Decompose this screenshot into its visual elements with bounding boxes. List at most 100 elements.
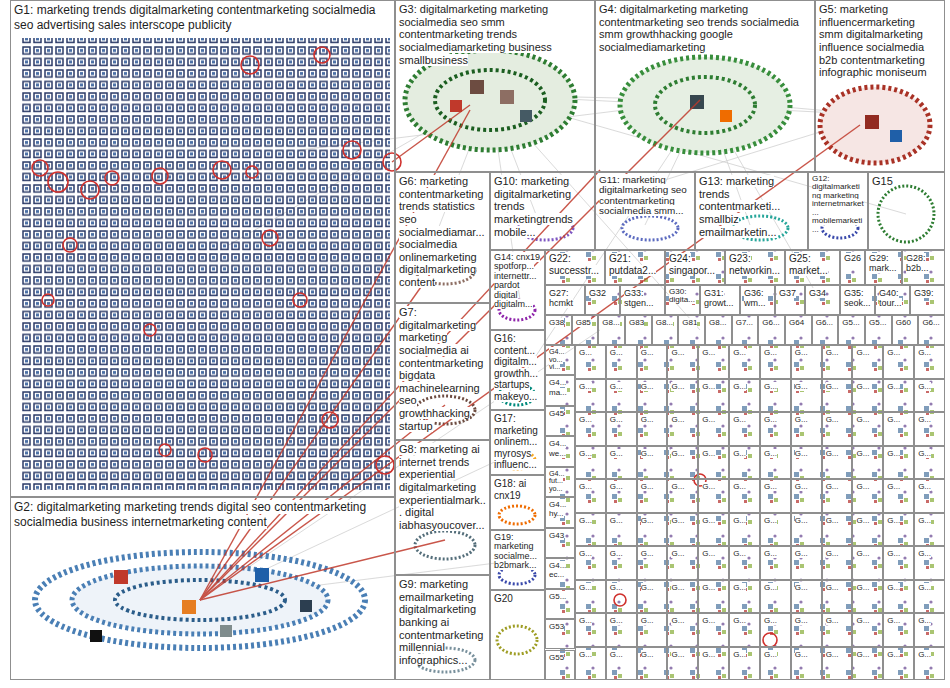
- group-box: G...: [698, 479, 729, 513]
- group-box: G...: [575, 647, 606, 681]
- group-box: G...: [667, 647, 698, 681]
- group-box: G...: [606, 513, 637, 547]
- group-label: G...: [795, 482, 808, 491]
- group-label: G...: [826, 449, 839, 458]
- group-label: G...: [826, 348, 839, 357]
- group-label: G4... ma...: [549, 378, 567, 396]
- group-box: G8: marketing ai internet trends experie…: [395, 440, 490, 575]
- group-label: G9: marketing emailmarketing digitalmark…: [399, 578, 483, 666]
- group-label: G...: [610, 348, 623, 357]
- group-box: G...: [852, 513, 883, 547]
- group-box: G8...: [705, 315, 732, 345]
- group-label: G3: digitalmarketing marketing socialmed…: [399, 3, 552, 66]
- group-box: G38: [545, 315, 572, 345]
- group-label: G...: [887, 616, 900, 625]
- group-box: G...: [760, 345, 791, 379]
- group-label: G...: [918, 449, 931, 458]
- group-box: G...: [729, 446, 760, 480]
- group-box: G...: [575, 446, 606, 480]
- group-label: G39:: [914, 288, 934, 298]
- group-label: G...: [671, 583, 684, 592]
- group-label: G...: [610, 516, 623, 525]
- group-label: G...: [610, 449, 623, 458]
- group-label: G...: [610, 382, 623, 391]
- group-box: G...: [852, 412, 883, 446]
- group-label: G14: cnx19 spotforp... internettr... par…: [494, 252, 540, 309]
- group-label: G60: [896, 318, 911, 327]
- group-label: G4: digitalmarketing marketing contentma…: [599, 3, 799, 53]
- group-label: G40: tour...: [879, 288, 902, 308]
- group-label: G...: [579, 415, 592, 424]
- group-label: G4... vo... vi...: [549, 347, 565, 371]
- group-box: G18: ai cnx19: [490, 475, 545, 530]
- group-box: G...: [852, 446, 883, 480]
- group-label: G18: ai cnx19: [494, 478, 526, 501]
- group-label: G45: [549, 409, 564, 418]
- group-label: G...: [856, 449, 869, 458]
- group-label: G...: [579, 583, 592, 592]
- group-box: G7...: [732, 315, 759, 345]
- group-label: G...: [795, 616, 808, 625]
- group-box: G...: [822, 446, 853, 480]
- group-label: G64: [789, 318, 804, 327]
- group-box: G6...: [812, 315, 839, 345]
- group-label: G...: [795, 348, 808, 357]
- group-label: G...: [887, 650, 900, 659]
- group-box: G...: [760, 613, 791, 647]
- group-label: G...: [702, 348, 715, 357]
- group-box: G...: [791, 613, 822, 647]
- group-label: G5...: [549, 592, 566, 601]
- group-label: G...: [764, 650, 777, 659]
- group-box: G...: [852, 479, 883, 513]
- group-box: G5...: [838, 315, 865, 345]
- group-box: G30: digita...: [665, 285, 700, 315]
- group-label: G19: marketing socialme... b2bmark...: [494, 532, 537, 570]
- group-box: G...: [822, 379, 853, 413]
- group-box: G81: [678, 315, 705, 345]
- group-label: G...: [856, 650, 869, 659]
- group-box: G...: [852, 580, 883, 614]
- group-label: G31: growt...: [704, 288, 734, 308]
- group-label: G33: stgen...: [624, 288, 654, 308]
- group-box: G26: [840, 250, 865, 285]
- group-box: G7: digitalmarketing marketing socialmed…: [395, 303, 490, 440]
- group-box: G...: [637, 446, 668, 480]
- group-box: G36: wm...: [740, 285, 775, 315]
- group-box: G...: [667, 379, 698, 413]
- group-label: G30: digita...: [669, 287, 695, 304]
- group-box: G...: [575, 345, 606, 379]
- group-label: G...: [579, 348, 592, 357]
- group-box: G...: [637, 546, 668, 580]
- group-label: G26: [844, 253, 861, 263]
- group-box: G...: [791, 379, 822, 413]
- group-label: G4... we...: [549, 439, 566, 457]
- group-label: G11: marketing digitalmarketing seo cont…: [599, 174, 687, 216]
- group-label: G...: [671, 482, 684, 491]
- group-box: G13: marketing trends contentmarketi... …: [695, 172, 808, 250]
- group-box: G5...: [865, 315, 892, 345]
- group-box: G...: [637, 479, 668, 513]
- group-label: G...: [671, 415, 684, 424]
- group-label: G...: [764, 616, 777, 625]
- group-box: G...: [575, 479, 606, 513]
- group-box: G...: [729, 546, 760, 580]
- group-label: G...: [702, 415, 715, 424]
- group-label: G...: [641, 482, 654, 491]
- group-box: G27: hcmkt: [545, 285, 585, 315]
- group-box: G...: [606, 379, 637, 413]
- group-box: G...: [698, 345, 729, 379]
- group-label: G...: [702, 583, 715, 592]
- group-label: G...: [826, 415, 839, 424]
- group-box: G...: [914, 647, 945, 681]
- group-box: G6: marketing contentmarketing trends st…: [395, 172, 490, 303]
- group-label: G...: [671, 650, 684, 659]
- group-label: G...: [733, 449, 746, 458]
- group-label: G4... ec...: [549, 561, 566, 579]
- group-box: G14: cnx19 spotforp... internettr... par…: [490, 250, 545, 330]
- group-label: G...: [733, 482, 746, 491]
- group-label: G...: [733, 549, 746, 558]
- group-label: G...: [918, 482, 931, 491]
- group-label: G...: [918, 583, 931, 592]
- group-box: G53: [545, 619, 575, 649]
- group-label: G...: [702, 516, 715, 525]
